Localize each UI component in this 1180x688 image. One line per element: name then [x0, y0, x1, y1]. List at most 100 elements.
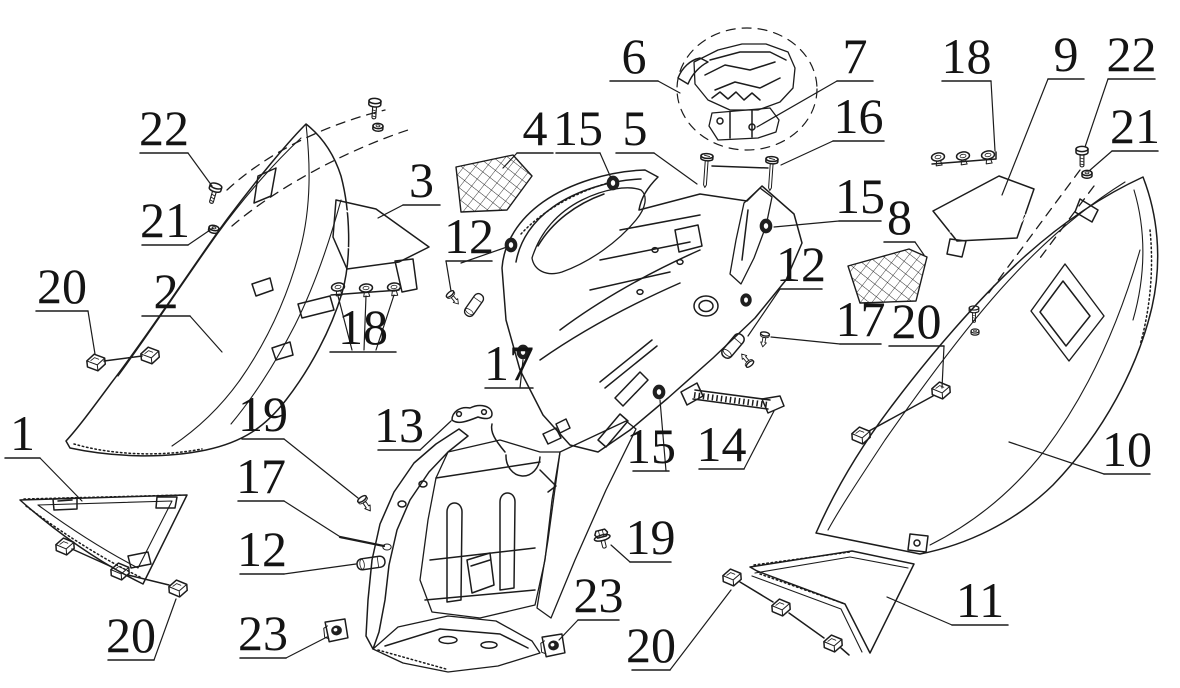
part-13-handle-bracket	[451, 404, 493, 424]
callout-17-30: 17	[236, 448, 343, 539]
leader-line	[773, 220, 840, 228]
leader-line	[375, 294, 395, 351]
screws-16	[698, 152, 779, 192]
grommet-near-12	[504, 237, 518, 253]
small-fasteners-right-center	[719, 330, 771, 370]
callout-20-33: 20	[106, 598, 177, 663]
leader-line	[337, 295, 353, 351]
callout-17-16: 17	[770, 291, 886, 347]
part-number-label: 4	[523, 100, 548, 156]
nut-mount-right	[970, 328, 980, 336]
leader-line	[747, 288, 781, 337]
part-11-right-lower-cover	[749, 550, 915, 654]
leader-line	[990, 80, 996, 152]
part-number-label: 6	[622, 28, 647, 84]
callout-20-17: 20	[888, 293, 945, 389]
leader-line	[519, 359, 524, 389]
leader-line	[610, 544, 631, 563]
callout-13-26: 13	[374, 397, 452, 453]
leader-line	[39, 457, 83, 502]
leader-line	[419, 420, 452, 451]
part-number-label: 16	[834, 88, 884, 144]
part-number-label: 9	[1054, 26, 1079, 82]
part-number-label: 12	[444, 208, 494, 264]
callout-20-2: 20	[35, 258, 96, 355]
part-number-label: 12	[237, 521, 287, 577]
clips-20-bottom-left	[54, 536, 189, 599]
screw-22-right	[1075, 145, 1089, 168]
callout-2-3: 2	[141, 263, 223, 353]
pin-19-left	[355, 493, 376, 515]
part-number-label: 15	[626, 418, 676, 474]
part-2-left-tail-side-cover	[65, 123, 350, 457]
callout-12-24: 12	[444, 208, 508, 292]
pin-12-center	[444, 288, 463, 308]
part-number-label: 18	[942, 28, 992, 84]
nut-21-top	[371, 122, 384, 133]
callout-7-11: 7	[756, 28, 874, 128]
nutplate-23-left	[322, 618, 349, 643]
leader-line	[187, 227, 214, 246]
callout-14-28: 14	[697, 410, 775, 472]
part-6-taillight-assembly	[676, 27, 818, 151]
part-14-cross-brace	[680, 382, 785, 414]
part-number-label: 15	[553, 100, 603, 156]
damper-12-center	[462, 291, 486, 319]
callout-15-27: 15	[626, 399, 676, 474]
part-number-label: 21	[140, 192, 190, 248]
clips-20-right	[850, 380, 952, 446]
leader-line	[780, 140, 834, 166]
callout-23-35: 23	[558, 567, 624, 641]
part-number-label: 23	[238, 605, 288, 661]
leader-line	[1088, 150, 1113, 172]
part-number-label: 1	[10, 405, 35, 461]
callout-1-4: 1	[4, 405, 83, 502]
leader-line	[1084, 78, 1109, 148]
grommet-15-bottom	[652, 384, 666, 400]
leader-line	[363, 295, 367, 351]
part-number-label: 20	[626, 617, 676, 673]
grommet-15-top	[606, 175, 620, 191]
leader-line	[283, 438, 359, 499]
callout-3-6: 3	[377, 152, 441, 219]
leader-line	[886, 596, 953, 626]
callout-12-15: 12	[747, 236, 826, 337]
leader-line	[669, 589, 732, 671]
part-13-under-seat-tray	[365, 418, 637, 673]
callout-21-1: 21	[140, 192, 214, 248]
callout-9-19: 9	[1001, 26, 1085, 196]
leader-line	[1001, 78, 1049, 196]
callout-23-32: 23	[238, 605, 328, 661]
part-number-label: 8	[887, 189, 912, 245]
grommet-15-right	[759, 218, 773, 234]
part-number-label: 19	[238, 386, 288, 442]
part-number-label: 3	[409, 152, 434, 208]
part-3-left-black-insert	[332, 199, 430, 293]
leader-line	[756, 80, 838, 128]
clips-20-top-left	[85, 345, 161, 373]
part-number-label: 20	[106, 607, 156, 663]
callout-4-7: 4	[502, 100, 554, 169]
clips-20-bottom-right	[721, 567, 850, 656]
part-4-left-mesh-grille	[455, 154, 533, 213]
subframe-fins	[597, 339, 658, 448]
leader-line	[914, 241, 925, 256]
callout-22-20: 22	[1084, 26, 1157, 148]
leader-line	[87, 310, 96, 355]
leader-line	[1008, 441, 1105, 475]
callout-19-29: 19	[238, 386, 359, 499]
bolt-19-center	[591, 527, 614, 551]
pin-17-right	[757, 330, 771, 349]
screw-22-left	[204, 181, 224, 206]
callout-5-9: 5	[615, 100, 698, 185]
part-number-label: 18	[338, 299, 388, 355]
part-number-label: 13	[374, 397, 424, 453]
part-number-label: 22	[1107, 26, 1157, 82]
part-9-right-black-insert	[932, 175, 1035, 258]
callout-10-22: 10	[1008, 421, 1152, 477]
small-fasteners-left	[322, 288, 614, 658]
pin-17-left-head	[382, 543, 392, 551]
part-number-label: 7	[843, 28, 868, 84]
